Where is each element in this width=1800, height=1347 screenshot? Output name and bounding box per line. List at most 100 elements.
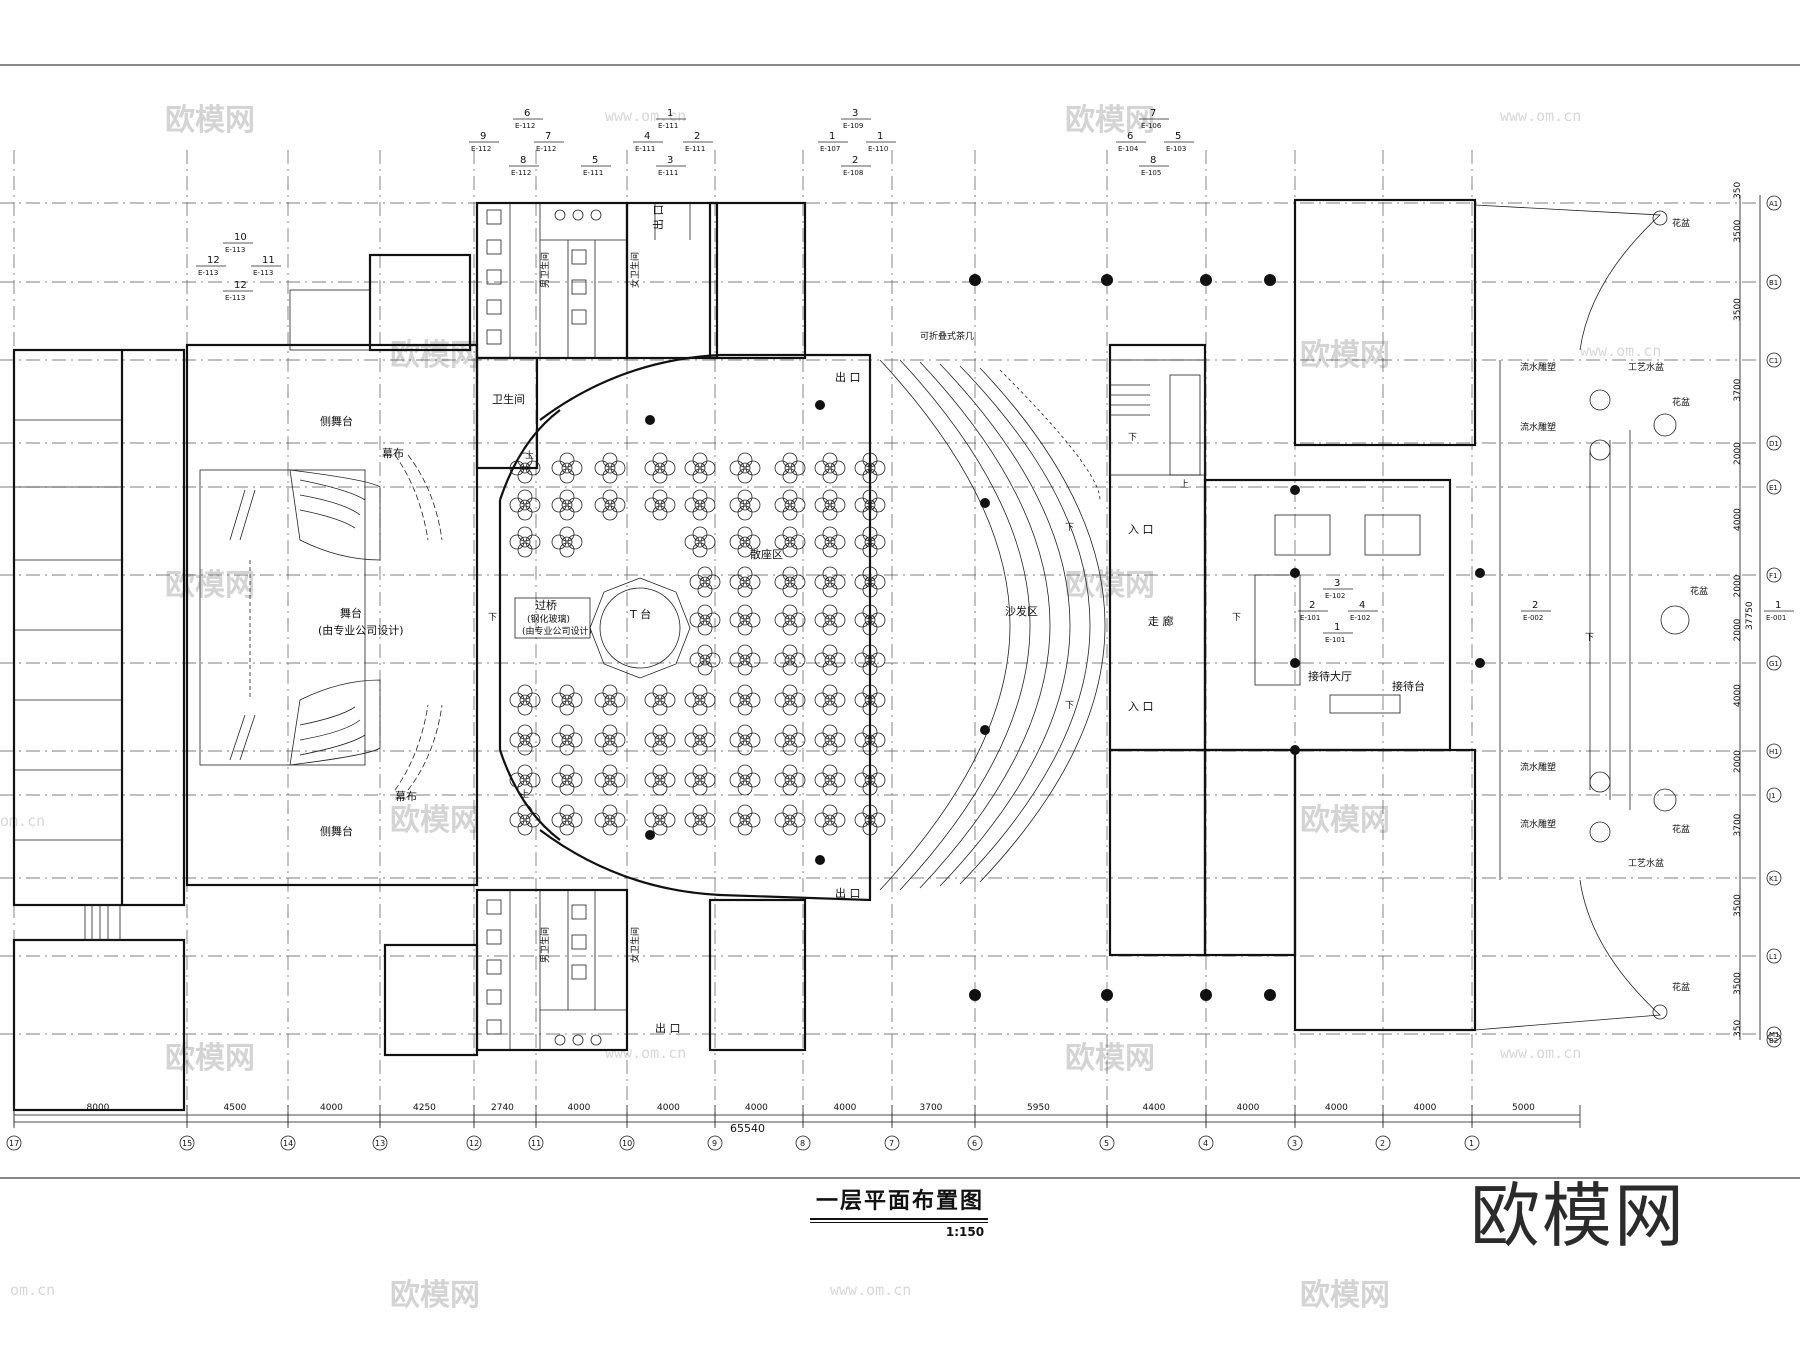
label-exit: 出 口 bbox=[651, 205, 665, 231]
elevation-callout: 4E-102 bbox=[1348, 600, 1378, 622]
axis-bubble: 5 bbox=[1099, 1135, 1115, 1151]
elevation-callouts: 6E-1129E-1127E-1128E-1125E-1111E-1114E-1… bbox=[196, 108, 1794, 644]
label-bridge-note2: (由专业公司设计) bbox=[522, 625, 592, 637]
svg-text:E-110: E-110 bbox=[868, 145, 888, 153]
label-entrance: 入 口 bbox=[1128, 523, 1154, 536]
axis-bubble: 6 bbox=[967, 1135, 983, 1151]
table-cluster bbox=[644, 724, 676, 756]
elevation-callout: 2E-002 bbox=[1521, 600, 1551, 622]
audience-hall bbox=[498, 353, 1106, 902]
label-exit: 出 口 bbox=[835, 886, 861, 900]
watermark-brand: 欧模网 bbox=[1065, 103, 1155, 138]
dimension-span: 4250 bbox=[413, 1103, 436, 1113]
label-reception-desk: 接待台 bbox=[1392, 679, 1425, 693]
svg-text:2: 2 bbox=[694, 131, 700, 142]
axis-bubble: L1 bbox=[1766, 948, 1782, 964]
label-down: 下 bbox=[1232, 613, 1241, 623]
label-exit: 出 口 bbox=[655, 1021, 681, 1035]
elevation-callout: 8E-112 bbox=[509, 155, 539, 177]
elevation-callout: 5E-111 bbox=[581, 155, 611, 177]
dimension-span: 4400 bbox=[1143, 1103, 1166, 1113]
axis-bubble: 11 bbox=[528, 1135, 544, 1151]
lobby-wing bbox=[1108, 198, 1477, 1032]
svg-text:4: 4 bbox=[1359, 600, 1365, 611]
dimension-span-vertical: 2000 bbox=[1733, 618, 1743, 641]
svg-text:E-002: E-002 bbox=[1523, 614, 1543, 622]
svg-text:6: 6 bbox=[972, 1139, 977, 1148]
svg-text:1: 1 bbox=[1775, 600, 1781, 611]
svg-text:9: 9 bbox=[480, 131, 486, 142]
svg-text:B1: B1 bbox=[1769, 279, 1778, 287]
label-curtain: 幕布 bbox=[395, 789, 417, 803]
label-down: 下 bbox=[1128, 433, 1137, 443]
svg-text:5: 5 bbox=[592, 155, 598, 166]
dimension-span-vertical: 3700 bbox=[1733, 378, 1743, 401]
label-water-sculpture: 流水雕塑 bbox=[1520, 361, 1556, 373]
label-side-stage: 侧舞台 bbox=[320, 414, 353, 428]
svg-text:E-104: E-104 bbox=[1118, 145, 1139, 153]
elevation-callout: 1E-001 bbox=[1764, 600, 1794, 622]
table-cluster bbox=[551, 452, 583, 484]
watermark-brand: 欧模网 bbox=[165, 1041, 255, 1076]
table-cluster bbox=[594, 804, 626, 836]
watermark-url: www.om.cn bbox=[605, 107, 686, 125]
axis-bubble: 8 bbox=[795, 1135, 811, 1151]
table-cluster bbox=[774, 526, 806, 558]
elevation-callout: 5E-103 bbox=[1164, 131, 1194, 153]
elevation-callout: 8E-105 bbox=[1139, 155, 1169, 177]
svg-text:6: 6 bbox=[524, 108, 530, 119]
table-cluster bbox=[774, 489, 806, 521]
axis-bubble: 14 bbox=[280, 1135, 296, 1151]
svg-text:E-111: E-111 bbox=[658, 169, 678, 177]
elevation-callout: 7E-112 bbox=[534, 131, 564, 153]
svg-text:8: 8 bbox=[800, 1139, 805, 1148]
table-cluster bbox=[814, 764, 846, 796]
svg-text:3: 3 bbox=[667, 155, 673, 166]
elevation-callout: 9E-112 bbox=[469, 131, 499, 153]
table-cluster bbox=[509, 764, 541, 796]
label-bridge: 过桥 bbox=[535, 599, 557, 612]
axis-bubble: 13 bbox=[372, 1135, 388, 1151]
dimension-span-vertical: 3500 bbox=[1733, 894, 1743, 917]
label-down: 下 bbox=[1065, 523, 1074, 533]
table-cluster bbox=[774, 724, 806, 756]
table-cluster bbox=[814, 489, 846, 521]
dimension-span: 5000 bbox=[1512, 1103, 1535, 1113]
table-cluster bbox=[729, 804, 761, 836]
table-cluster bbox=[774, 566, 806, 598]
label-flower-pot: 花盆 bbox=[1690, 585, 1708, 597]
table-cluster bbox=[689, 644, 721, 676]
table-cluster bbox=[684, 764, 716, 796]
table-cluster bbox=[854, 489, 886, 521]
table-cluster bbox=[594, 724, 626, 756]
stage-area bbox=[185, 253, 479, 887]
label-up: 上 bbox=[525, 450, 534, 461]
label-mens-restroom: 男卫生间 bbox=[539, 252, 551, 288]
dimension-span-vertical: 2000 bbox=[1733, 442, 1743, 465]
svg-text:E-112: E-112 bbox=[471, 145, 491, 153]
table-cluster bbox=[684, 526, 716, 558]
dimension-span: 8000 bbox=[87, 1103, 110, 1113]
table-cluster bbox=[509, 489, 541, 521]
table-cluster bbox=[644, 452, 676, 484]
table-cluster bbox=[644, 804, 676, 836]
svg-text:E-112: E-112 bbox=[515, 122, 535, 130]
label-restroom: 卫生间 bbox=[492, 392, 525, 406]
table-cluster bbox=[814, 724, 846, 756]
axis-bubble: H1 bbox=[1766, 743, 1782, 759]
table-cluster bbox=[729, 566, 761, 598]
svg-text:12: 12 bbox=[234, 280, 247, 291]
svg-text:E-108: E-108 bbox=[843, 169, 863, 177]
elevation-callout: 11E-113 bbox=[251, 255, 281, 277]
table-cluster bbox=[551, 764, 583, 796]
watermark-brand: 欧模网 bbox=[390, 803, 480, 838]
table-cluster bbox=[551, 724, 583, 756]
dimension-span: 4000 bbox=[745, 1103, 768, 1113]
watermark-brand: 欧模网 bbox=[1065, 1041, 1155, 1076]
elevation-callout: 2E-108 bbox=[841, 155, 871, 177]
svg-text:J1: J1 bbox=[1768, 792, 1776, 800]
elevation-callout: 1E-110 bbox=[866, 131, 896, 153]
elevation-callout: 6E-104 bbox=[1116, 131, 1146, 153]
room-labels: 侧舞台 侧舞台 幕布 幕布 舞台 (由专业公司设计) 卫生间 男卫生间 女卫生间… bbox=[318, 205, 1708, 1036]
axis-bubble: D1 bbox=[1766, 435, 1782, 451]
